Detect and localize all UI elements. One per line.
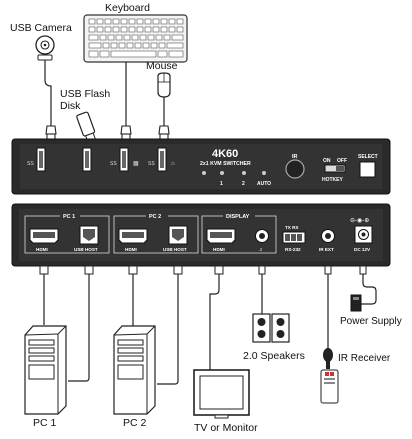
dc-label: DC 12V [354,247,371,252]
pc1-hdmi-label: HDMI [36,247,48,252]
usb-plug-camera [45,125,57,141]
dc-power-jack [354,225,373,244]
pc2-led [242,171,246,175]
ir-remote-icon [320,369,339,404]
pc1-usb-host-port [79,225,99,245]
usb-plug-keyboard [120,125,132,141]
usb-symbol-icon: SS [27,161,34,167]
rs232-label: RS-232 [285,247,301,252]
headphone-icon: ♫ [259,247,263,253]
cable-plugs [39,265,367,275]
pc1-tower-icon [24,325,67,415]
power-supply-label: Power Supply [340,316,402,327]
dc-polarity-icon: ⊖-◉-⊕ [350,218,369,224]
keyboard-label: Keyboard [105,2,150,14]
pc2-group-label: PC 2 [149,214,161,220]
power-led [202,171,206,175]
model-label: 4K60 [212,148,238,160]
keyboard-symbol-icon: ▦ [133,161,139,167]
pc1-led [220,171,224,175]
pc2-hdmi-label: HDMI [125,247,137,252]
pc1-hdmi-port [29,228,59,244]
select-label: SELECT [358,154,378,160]
usb-symbol-icon: SS [148,161,155,167]
ir-ext-jack [321,229,335,243]
pc1-group-label: PC 1 [63,214,75,220]
ir-sensor-window [285,159,305,179]
display-group-label: DISPLAY [226,214,250,220]
mouse-label: Mouse [146,60,178,72]
pc1-label: PC 1 [33,417,57,429]
hotkey-switch-knob [336,166,344,171]
front-usb-port-4 [157,147,167,172]
hotkey-on-label: ON [323,158,331,164]
cables [43,266,377,385]
usb-camera-icon [35,35,55,61]
power-adapter-icon [350,294,362,312]
pc1-usb-host-label: USB HOST [74,247,98,252]
keyboard-icon [83,14,188,63]
select-button[interactable] [359,161,376,178]
pc2-label: PC 2 [123,417,147,429]
hotkey-switch[interactable] [324,164,346,173]
front-usb-port-2 [82,147,92,172]
usb-flash-disk-label-1: USB Flash [60,88,110,100]
led-label-1: 1 [220,181,223,187]
led-label-2: 2 [242,181,245,187]
led-label-auto: AUTO [257,181,271,187]
pc2-tower-icon [113,325,156,415]
usb-symbol-icon: SS [110,161,117,167]
tv-monitor-icon [193,369,250,419]
usb-plug-mouse [158,125,170,141]
front-panel: SS SS SS ⌂ ▦ 4K60 2x1 KVM SWITCHER 1 2 A… [11,138,391,195]
audio-out-jack [255,229,269,243]
tv-monitor-label: TV or Monitor [194,422,258,434]
usb-camera-label: USB Camera [10,22,72,34]
display-hdmi-port [206,228,236,244]
hotkey-label: HOTKEY [322,177,344,183]
front-usb-port-3 [119,147,129,172]
speakers-icon [252,313,290,343]
speakers-label: 2.0 Speakers [243,350,305,362]
ir-ext-label: IR EXT [319,247,334,252]
usb-flash-disk-label-2: Disk [60,100,81,112]
pc2-usb-host-port [168,225,188,245]
display-hdmi-label: HDMI [213,247,225,252]
auto-led [262,171,266,175]
front-usb-port-1 [36,147,46,172]
rs232-terminal [282,231,306,244]
ir-receiver-icon [323,348,333,369]
pc2-hdmi-port [118,228,148,244]
hotkey-off-label: OFF [337,158,347,164]
rs232-pins-label: TX RX [285,225,299,230]
ir-label: IR [292,154,298,160]
mouse-icon [157,72,171,98]
pc2-usb-host-label: USB HOST [163,247,187,252]
rear-panel: PC 1 PC 2 DISPLAY HDMI USB HOST HDMI USB… [11,203,391,267]
ir-receiver-label: IR Receiver [338,353,391,364]
subtitle-label: 2x1 KVM SWITCHER [200,161,251,167]
mouse-symbol-icon: ⌂ [171,161,175,167]
